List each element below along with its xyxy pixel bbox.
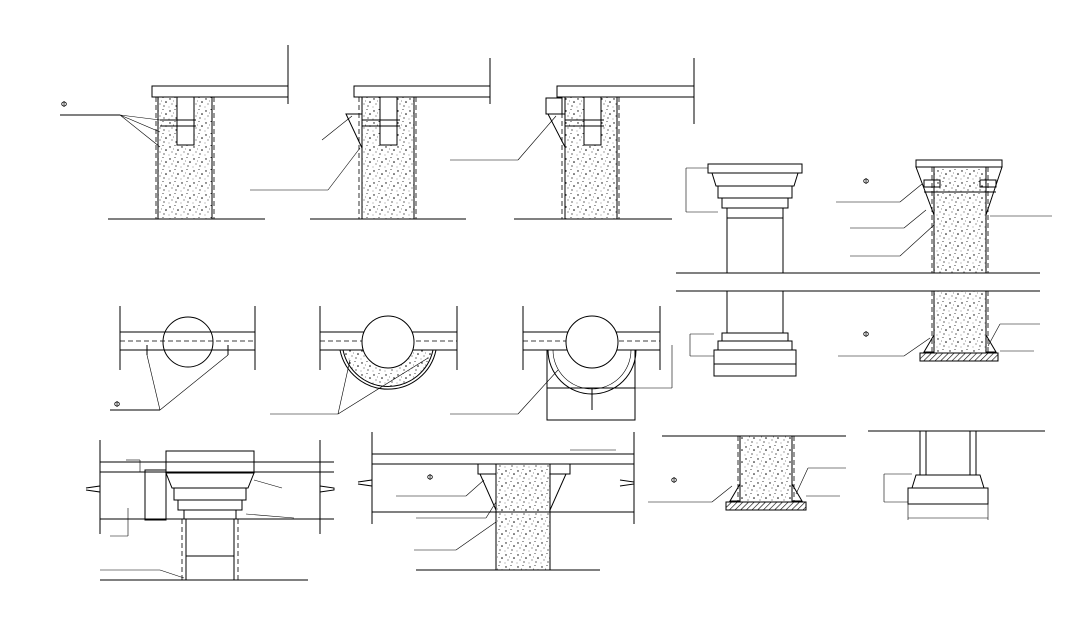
plan-detail-2	[270, 306, 458, 415]
beam-column-joint-1	[85, 440, 335, 581]
detail-marker-2: Φ	[114, 400, 120, 409]
detail-marker-4: Φ	[863, 330, 869, 339]
section-detail-3	[450, 58, 695, 220]
section-detail-2	[250, 58, 491, 220]
detail-marker-5: Φ	[427, 473, 433, 482]
beam-column-joint-2	[357, 432, 635, 571]
detail-marker-6: Φ	[671, 476, 677, 485]
detail-marker-3: Φ	[863, 177, 869, 186]
plan-detail-1	[110, 306, 256, 411]
column-section	[836, 159, 1052, 362]
detail-marker-1: Φ	[61, 100, 67, 109]
plan-detail-3	[450, 306, 673, 421]
column-base-elevation	[868, 430, 1045, 520]
column-base-section	[648, 435, 846, 511]
section-detail-1	[60, 45, 289, 220]
